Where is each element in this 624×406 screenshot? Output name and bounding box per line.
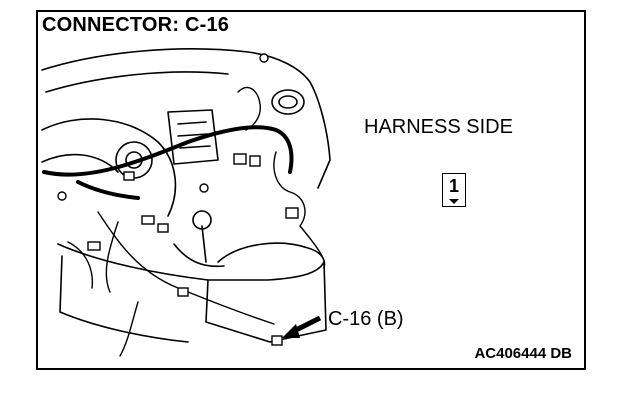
view-label: HARNESS SIDE (364, 116, 513, 138)
diagram-title: CONNECTOR: C-16 (42, 14, 230, 36)
pin-number: 1 (448, 176, 459, 196)
figure-code: AC406444 DB (474, 345, 572, 362)
dashboard-harness-drawing (41, 48, 331, 357)
connector-pin-box: 1 (442, 173, 466, 207)
diagram-frame: CONNECTOR: C-16 (36, 10, 586, 370)
connector-key-icon (449, 199, 459, 204)
connector-callout-label: C-16 (B) (328, 308, 404, 330)
callout-arrow-icon (282, 315, 322, 338)
